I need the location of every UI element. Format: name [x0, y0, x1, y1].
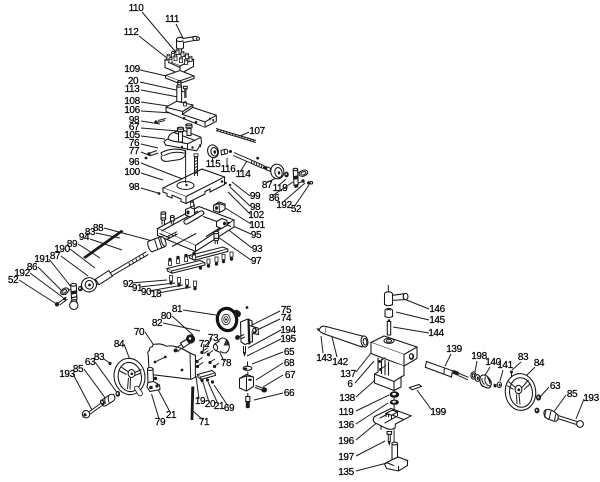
svg-text:143: 143	[316, 353, 332, 364]
svg-text:83: 83	[94, 352, 105, 363]
svg-text:73: 73	[208, 333, 219, 344]
svg-text:197: 197	[338, 452, 354, 463]
svg-text:84: 84	[114, 339, 125, 350]
svg-text:71: 71	[199, 417, 210, 428]
svg-text:110: 110	[129, 3, 145, 14]
svg-text:102: 102	[248, 210, 264, 221]
svg-text:78: 78	[221, 358, 232, 369]
svg-text:196: 196	[338, 436, 354, 447]
svg-text:100: 100	[124, 167, 140, 178]
svg-text:191: 191	[34, 254, 50, 265]
svg-text:140: 140	[485, 357, 501, 368]
svg-text:141: 141	[497, 360, 513, 371]
svg-text:95: 95	[251, 230, 262, 241]
svg-text:142: 142	[332, 357, 348, 368]
svg-text:80: 80	[161, 311, 172, 322]
svg-text:75: 75	[281, 305, 292, 316]
svg-text:112: 112	[124, 27, 140, 38]
svg-text:114: 114	[236, 169, 252, 180]
svg-text:146: 146	[429, 304, 445, 315]
svg-text:115: 115	[206, 159, 222, 170]
svg-text:119: 119	[339, 407, 355, 418]
svg-text:20: 20	[205, 399, 216, 410]
svg-text:138: 138	[339, 393, 355, 404]
svg-text:113: 113	[125, 84, 141, 95]
svg-text:84: 84	[534, 358, 545, 369]
svg-text:52: 52	[8, 275, 19, 286]
svg-text:87: 87	[50, 251, 61, 262]
svg-text:65: 65	[284, 347, 295, 358]
svg-text:85: 85	[73, 364, 84, 375]
svg-text:94: 94	[79, 232, 90, 243]
svg-text:77: 77	[129, 146, 140, 157]
svg-text:97: 97	[251, 256, 262, 267]
svg-text:139: 139	[446, 344, 462, 355]
svg-text:69: 69	[224, 403, 235, 414]
svg-text:116: 116	[221, 164, 237, 175]
svg-text:119: 119	[273, 183, 289, 194]
svg-text:91: 91	[132, 283, 143, 294]
svg-text:135: 135	[338, 467, 354, 478]
svg-text:67: 67	[129, 122, 140, 133]
svg-text:105: 105	[124, 130, 140, 141]
svg-text:98: 98	[129, 182, 140, 193]
svg-text:82: 82	[152, 318, 163, 329]
svg-text:21: 21	[214, 401, 225, 412]
svg-text:193: 193	[59, 369, 75, 380]
svg-text:109: 109	[124, 64, 140, 75]
svg-text:89: 89	[67, 239, 78, 250]
svg-text:88: 88	[93, 223, 104, 234]
svg-text:20: 20	[128, 76, 139, 87]
svg-text:107: 107	[249, 126, 265, 137]
svg-text:86: 86	[269, 193, 280, 204]
svg-text:19: 19	[195, 396, 206, 407]
svg-text:136: 136	[338, 420, 354, 431]
svg-text:81: 81	[172, 304, 183, 315]
svg-text:52: 52	[291, 204, 302, 215]
svg-text:83: 83	[518, 352, 529, 363]
svg-text:68: 68	[284, 358, 295, 369]
svg-text:93: 93	[252, 244, 263, 255]
svg-text:72: 72	[199, 339, 210, 350]
svg-text:192: 192	[14, 268, 30, 279]
svg-text:199: 199	[430, 407, 446, 418]
svg-text:85: 85	[567, 389, 578, 400]
svg-text:98: 98	[129, 115, 140, 126]
svg-text:111: 111	[165, 14, 180, 25]
svg-text:193: 193	[583, 393, 599, 404]
svg-text:90: 90	[141, 287, 152, 298]
svg-text:18: 18	[151, 289, 162, 300]
svg-text:195: 195	[280, 334, 296, 345]
svg-text:21: 21	[166, 410, 177, 421]
svg-text:99: 99	[250, 191, 261, 202]
svg-text:98: 98	[250, 202, 261, 213]
svg-text:92: 92	[123, 279, 134, 290]
svg-text:74: 74	[281, 313, 292, 324]
svg-text:6: 6	[347, 379, 353, 390]
svg-text:194: 194	[280, 325, 296, 336]
svg-text:144: 144	[428, 328, 444, 339]
svg-text:76: 76	[129, 138, 140, 149]
svg-text:96: 96	[129, 157, 140, 168]
svg-text:70: 70	[134, 327, 145, 338]
svg-text:192: 192	[276, 200, 292, 211]
svg-text:87: 87	[262, 180, 273, 191]
svg-text:63: 63	[550, 381, 561, 392]
svg-text:79: 79	[155, 417, 166, 428]
svg-text:108: 108	[124, 96, 140, 107]
svg-text:83: 83	[85, 227, 96, 238]
svg-text:137: 137	[340, 369, 356, 380]
svg-text:67: 67	[285, 370, 296, 381]
svg-text:106: 106	[124, 105, 140, 116]
svg-text:198: 198	[471, 351, 487, 362]
svg-text:86: 86	[27, 262, 38, 273]
svg-text:101: 101	[249, 220, 265, 231]
svg-text:190: 190	[54, 244, 70, 255]
svg-text:145: 145	[429, 315, 445, 326]
svg-text:63: 63	[85, 357, 96, 368]
svg-text:66: 66	[284, 388, 295, 399]
